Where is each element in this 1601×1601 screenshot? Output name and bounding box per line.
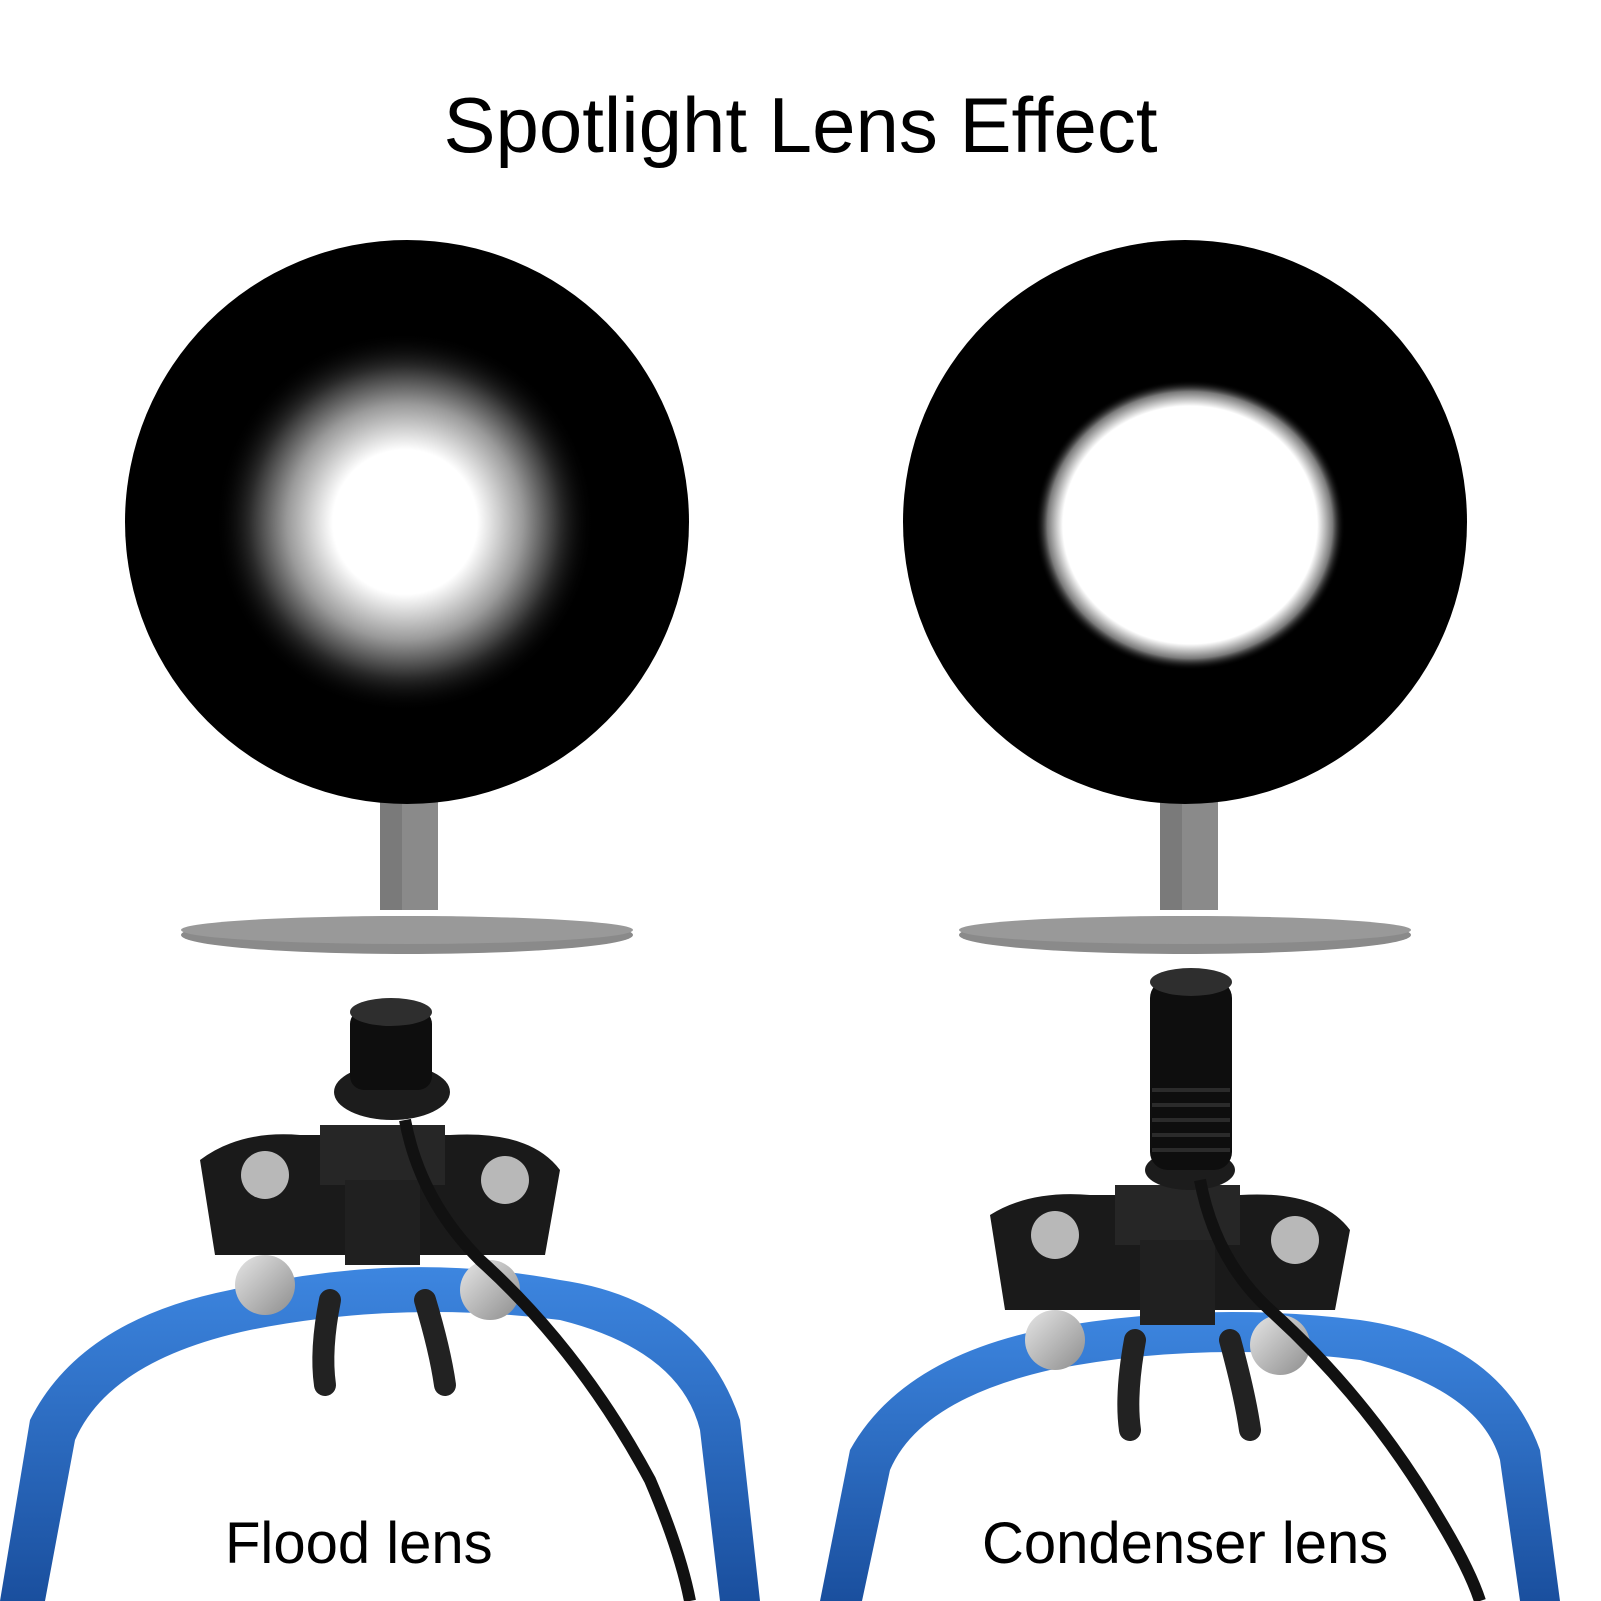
condenser-lens-caption: Condenser lens [982,1511,1389,1576]
flood-lens-caption: Flood lens [225,1511,493,1576]
headlight-loupe-glasses-icon [0,998,760,1601]
headlight-loupe-glasses-icon [820,968,1560,1601]
stand-base-top [181,916,633,944]
page-title: Spotlight Lens Effect [443,81,1158,169]
condenser-screen [903,240,1467,954]
condenser-spot-screen-icon [1035,380,1345,670]
flood-screen [125,240,689,954]
stand-neck-shade [380,790,402,910]
stand-neck-shade [1160,790,1182,910]
stand-base-top [959,916,1411,944]
flood-spot-screen-icon [215,332,595,712]
